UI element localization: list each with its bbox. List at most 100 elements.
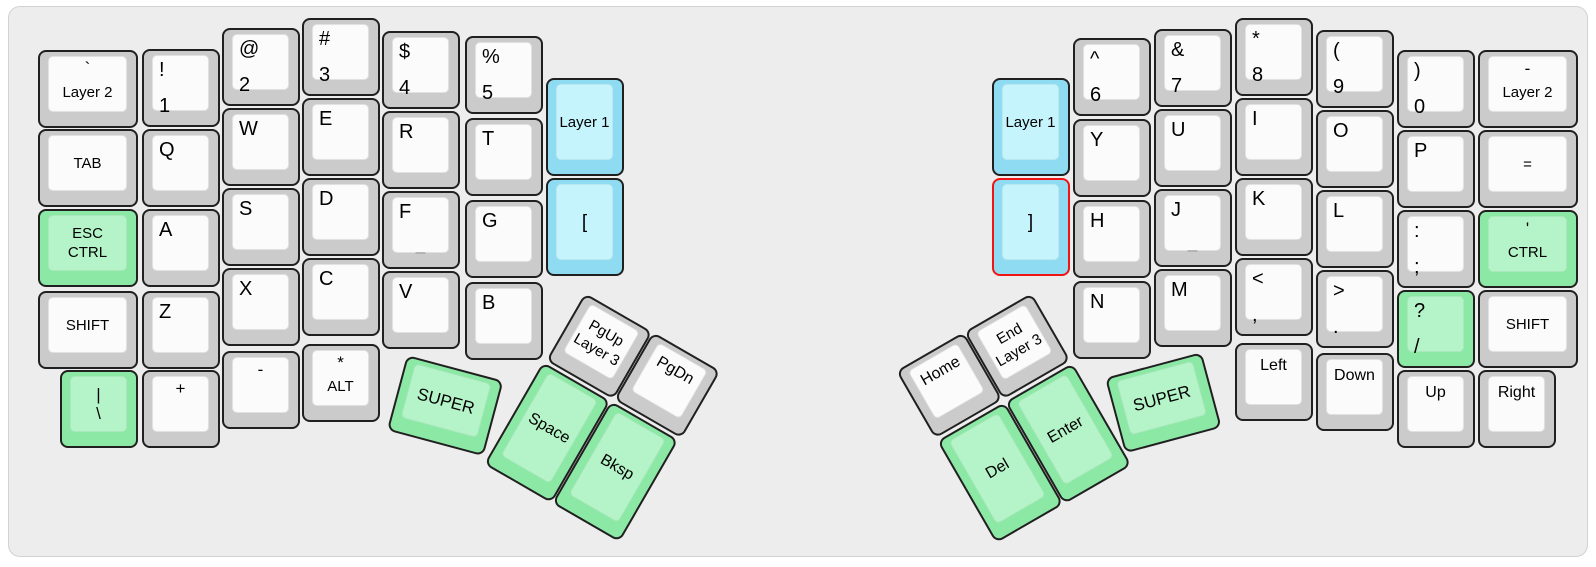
key-n[interactable]: N (1073, 281, 1151, 359)
key-w[interactable]: W (222, 108, 300, 186)
key-x[interactable]: X (222, 268, 300, 346)
key-down-arrow[interactable]: Down (1316, 353, 1394, 431)
key-legend: Left (1260, 357, 1287, 374)
key-minus-left[interactable]: - (222, 351, 300, 429)
key-legend: SUPER (1130, 381, 1193, 415)
key-minus-layer2[interactable]: -Layer 2 (1478, 50, 1578, 128)
keycap-top: X (232, 274, 289, 330)
key-legend: Z (159, 301, 172, 323)
key-i[interactable]: I (1235, 98, 1313, 176)
key-b[interactable]: B (465, 282, 543, 360)
key-rbracket[interactable]: ] (992, 178, 1070, 276)
keycap-top: Y (1083, 125, 1140, 181)
keycap-top: `Layer 2 (48, 56, 127, 112)
key-left-arrow[interactable]: Left (1235, 343, 1313, 421)
key-lparen-9[interactable]: (9 (1316, 30, 1394, 108)
key-legend: :; (1414, 220, 1420, 278)
key-m[interactable]: M (1154, 269, 1232, 347)
key-tab[interactable]: TAB (38, 129, 138, 207)
key-y[interactable]: Y (1073, 119, 1151, 197)
key-s[interactable]: S (222, 188, 300, 266)
keycap-top: F_ (392, 197, 449, 253)
key-legend: PgDn (653, 353, 697, 389)
key-at-2[interactable]: @2 (222, 28, 300, 106)
key-plus[interactable]: + (142, 370, 220, 448)
key-j[interactable]: J_ (1154, 189, 1232, 267)
key-g[interactable]: G (465, 200, 543, 278)
key-legend: C (319, 268, 334, 290)
key-legend: ?/ (1414, 300, 1426, 358)
key-legend: SHIFT (1505, 315, 1550, 333)
key-shift-right[interactable]: SHIFT (1478, 290, 1578, 368)
key-f[interactable]: F_ (382, 191, 460, 269)
key-caret-6[interactable]: ^6 (1073, 38, 1151, 116)
keycap-top: Up (1407, 376, 1464, 432)
keycap-top: = (1488, 136, 1567, 192)
key-lt-comma[interactable]: <, (1235, 258, 1313, 336)
key-u[interactable]: U (1154, 109, 1232, 187)
key-legend: #3 (319, 28, 331, 86)
key-dollar-4[interactable]: $4 (382, 31, 460, 109)
key-shift-left[interactable]: SHIFT (38, 291, 138, 369)
key-legend: L (1333, 200, 1345, 222)
key-layer1-left[interactable]: Layer 1 (546, 78, 624, 176)
key-legend: K (1252, 188, 1266, 210)
key-grave-layer2[interactable]: `Layer 2 (38, 50, 138, 128)
keycap-top: Home (907, 342, 986, 420)
key-r[interactable]: R (382, 111, 460, 189)
key-layer1-right[interactable]: Layer 1 (992, 78, 1070, 176)
keycap-top: %5 (475, 42, 532, 104)
keycap-top: T (475, 124, 532, 180)
key-t[interactable]: T (465, 118, 543, 196)
keycap-top: -Layer 2 (1488, 56, 1567, 112)
key-asterisk-8[interactable]: *8 (1235, 18, 1313, 96)
key-super-left[interactable]: SUPER (386, 355, 504, 457)
key-pipe-backslash[interactable]: |\ (60, 370, 138, 448)
key-gt-period[interactable]: >. (1316, 270, 1394, 348)
key-rparen-0[interactable]: )0 (1397, 50, 1475, 128)
key-z[interactable]: Z (142, 291, 220, 369)
key-d[interactable]: D (302, 178, 380, 256)
key-asterisk-alt[interactable]: *ALT (302, 344, 380, 422)
key-legend: T (482, 128, 495, 150)
homing-mark: _ (1187, 233, 1198, 252)
key-a[interactable]: A (142, 209, 220, 287)
key-question-slash[interactable]: ?/ (1397, 290, 1475, 368)
key-exclam-1[interactable]: !1 (142, 49, 220, 127)
key-o[interactable]: O (1316, 110, 1394, 188)
key-amp-7[interactable]: &7 (1154, 29, 1232, 107)
keycap-top: TAB (48, 135, 127, 191)
key-up-arrow[interactable]: Up (1397, 370, 1475, 448)
key-k[interactable]: K (1235, 178, 1313, 256)
key-percent-5[interactable]: %5 (465, 36, 543, 114)
key-legend: Right (1497, 384, 1536, 401)
key-c[interactable]: C (302, 258, 380, 336)
key-quote-ctrl[interactable]: 'CTRL (1478, 210, 1578, 288)
key-legend: (9 (1333, 40, 1345, 98)
keycap-top: P (1407, 136, 1464, 192)
keycap-top: @2 (232, 34, 289, 96)
key-right-arrow[interactable]: Right (1478, 370, 1556, 448)
key-e[interactable]: E (302, 98, 380, 176)
key-colon-semicolon[interactable]: :; (1397, 210, 1475, 288)
key-legend: W (239, 118, 258, 140)
keycap-top: SHIFT (48, 297, 127, 353)
key-legend: ] (1027, 211, 1034, 233)
key-legend: R (399, 121, 414, 143)
key-legend: E (319, 108, 333, 130)
key-h[interactable]: H (1073, 200, 1151, 278)
keycap-top: D (312, 184, 369, 240)
key-equals[interactable]: = (1478, 130, 1578, 208)
key-hash-3[interactable]: #3 (302, 18, 380, 96)
key-super-right[interactable]: SUPER (1105, 352, 1222, 454)
key-q[interactable]: Q (142, 129, 220, 207)
key-legend: [ (581, 211, 588, 233)
key-p[interactable]: P (1397, 130, 1475, 208)
key-l[interactable]: L (1316, 190, 1394, 268)
keycap-top: *8 (1245, 24, 1302, 86)
key-v[interactable]: V (382, 271, 460, 349)
keycap-top: *ALT (312, 350, 369, 406)
key-lbracket[interactable]: [ (546, 178, 624, 276)
